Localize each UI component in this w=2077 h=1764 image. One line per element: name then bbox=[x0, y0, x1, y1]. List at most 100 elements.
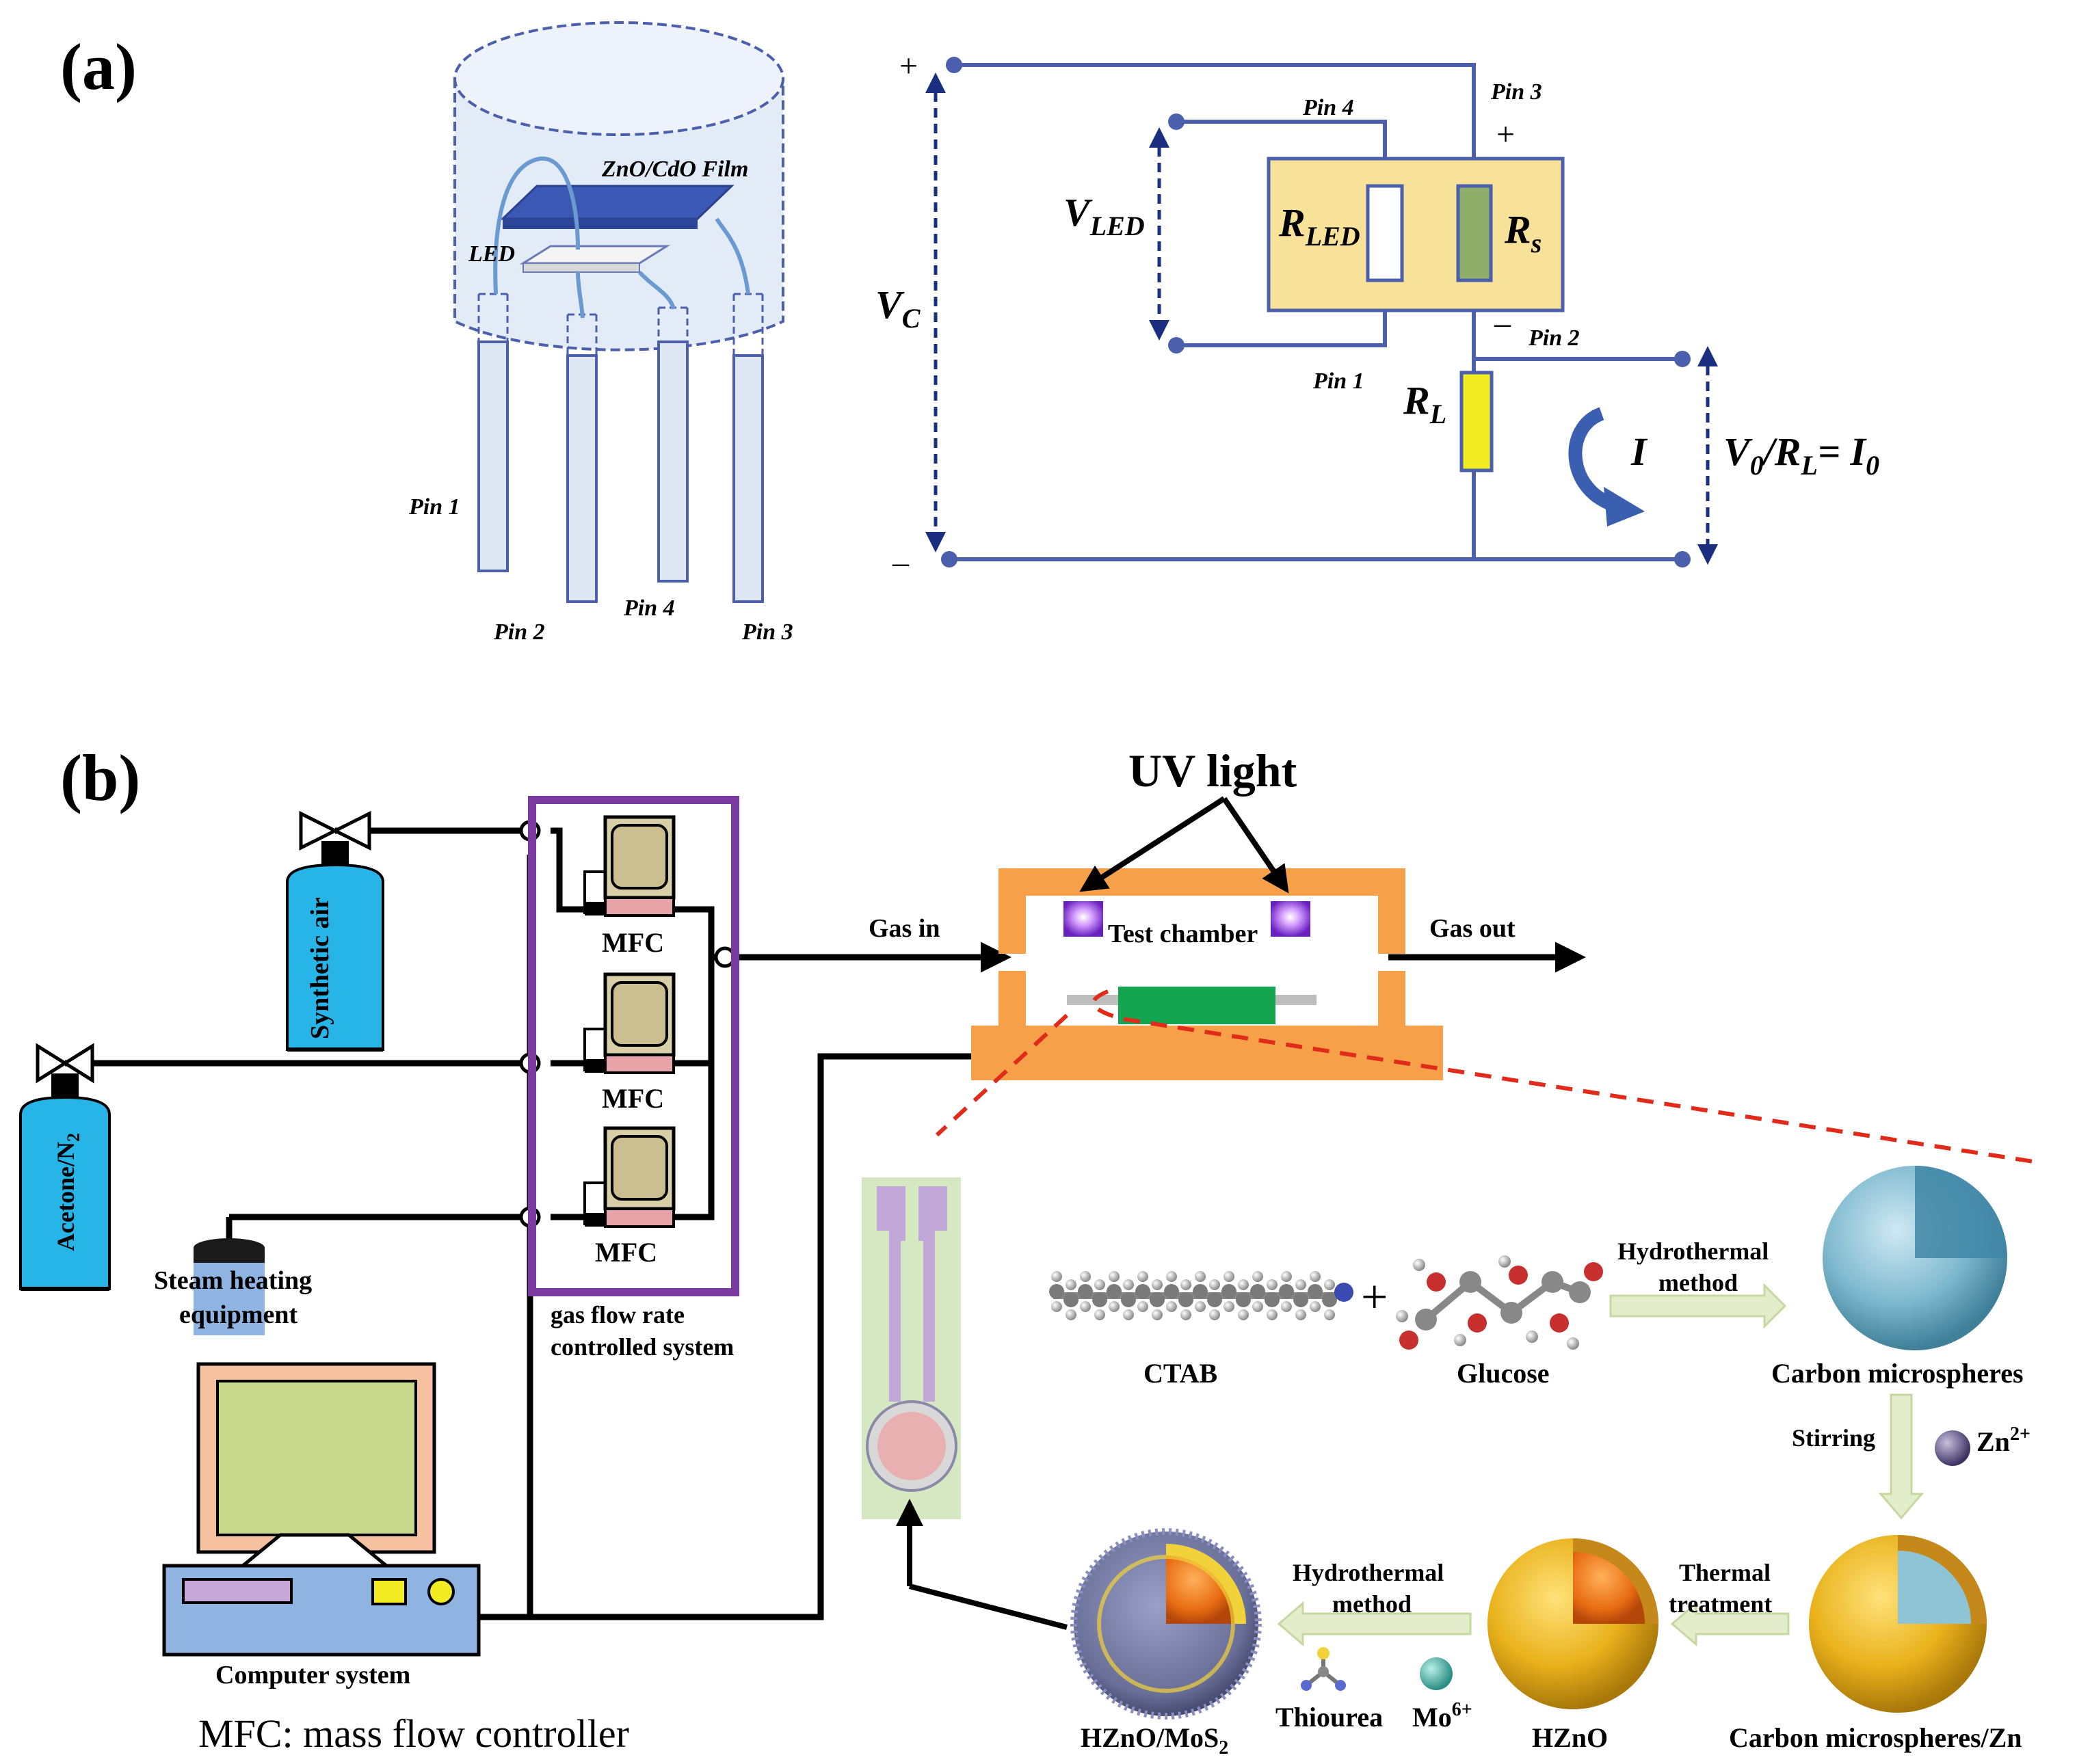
ctab-atom bbox=[1238, 1309, 1249, 1320]
ctab-molecule bbox=[1049, 1271, 1353, 1320]
test-chamber-label: Test chamber bbox=[1108, 920, 1258, 948]
carbon-zn-sphere bbox=[1809, 1535, 1987, 1713]
pkg-pin1-label: Pin 1 bbox=[408, 494, 460, 520]
mfc-units bbox=[583, 815, 676, 1228]
mo-ion-icon bbox=[1420, 1657, 1453, 1690]
pkg-pin2-label: Pin 2 bbox=[493, 619, 545, 645]
mfc-label-3: MFC bbox=[595, 1237, 657, 1268]
thiourea-molecule bbox=[1301, 1647, 1346, 1691]
pin2-label: Pin 2 bbox=[1528, 325, 1580, 351]
ctab-atom bbox=[1109, 1301, 1120, 1312]
ctab-atom bbox=[1238, 1279, 1249, 1290]
gas-in-label: Gas in bbox=[869, 914, 940, 943]
carbon-ms-label: Carbon microspheres bbox=[1771, 1358, 2024, 1389]
thiourea-label: Thiourea bbox=[1275, 1702, 1383, 1733]
ctab-atom bbox=[1209, 1309, 1220, 1320]
ctab-atom bbox=[1051, 1271, 1062, 1282]
glucose-atom bbox=[1415, 1309, 1437, 1331]
ctab-atom bbox=[1164, 1284, 1179, 1299]
mfc-label-1: MFC bbox=[602, 927, 664, 958]
ctab-atom bbox=[1063, 1292, 1079, 1307]
hzno-sphere bbox=[1487, 1538, 1658, 1709]
led-label: LED bbox=[468, 241, 515, 267]
current-label: I bbox=[1630, 429, 1648, 474]
glucose-label: Glucose bbox=[1457, 1358, 1550, 1389]
gas-flow-label-1: gas flow rate bbox=[551, 1301, 685, 1328]
ctab-atom bbox=[1051, 1301, 1062, 1312]
output-label: V0/RL= I0 bbox=[1723, 429, 1879, 481]
glucose-atom bbox=[1454, 1334, 1466, 1346]
plus-rs: + bbox=[1496, 116, 1515, 152]
stirring-label: Stirring bbox=[1792, 1424, 1875, 1452]
glucose-atom bbox=[1526, 1331, 1538, 1343]
steam-label-1: Steam heating bbox=[154, 1266, 312, 1295]
glucose-atom bbox=[1468, 1313, 1487, 1333]
rl-label: RL bbox=[1403, 378, 1446, 429]
panel-a-label: (a) bbox=[60, 30, 137, 103]
pin1-label: Pin 1 bbox=[1312, 369, 1364, 394]
glucose-atom bbox=[1459, 1271, 1481, 1293]
steam-label-2: equipment bbox=[179, 1300, 297, 1329]
ctab-atom bbox=[1107, 1284, 1122, 1299]
rled-label: RLED bbox=[1278, 200, 1360, 252]
ctab-atom bbox=[1324, 1309, 1335, 1320]
gas-out-label: Gas out bbox=[1429, 914, 1516, 943]
ctab-atom bbox=[1223, 1301, 1234, 1312]
hydrothermal-label-2b: method bbox=[1332, 1590, 1412, 1618]
hydrothermal-label-2a: Hydrothermal bbox=[1293, 1559, 1444, 1586]
synthesis-plus: + bbox=[1361, 1271, 1388, 1324]
glucose-atom bbox=[1584, 1262, 1603, 1281]
ctab-atom bbox=[1152, 1309, 1163, 1320]
pkg-pin4-label: Pin 4 bbox=[623, 596, 675, 621]
ctab-atom bbox=[1267, 1309, 1278, 1320]
vled-label: VLED bbox=[1063, 190, 1145, 241]
synthetic-air-label: Synthetic air bbox=[306, 897, 334, 1039]
thermal-label-2: treatment bbox=[1669, 1590, 1772, 1618]
ctab-atom bbox=[1252, 1271, 1263, 1282]
pin3-label: Pin 3 bbox=[1490, 79, 1542, 105]
ctab-atom bbox=[1166, 1301, 1177, 1312]
ctab-atom bbox=[1281, 1301, 1292, 1312]
ctab-atom bbox=[1123, 1309, 1134, 1320]
glucose-atom bbox=[1498, 1255, 1511, 1268]
ctab-atom bbox=[1265, 1292, 1280, 1307]
minus-rs: – bbox=[1494, 305, 1511, 341]
mfc-label-2: MFC bbox=[602, 1083, 664, 1114]
hzno-mos2-label: HZnO/MoS2 bbox=[1081, 1722, 1228, 1759]
gas-flow-label-2: controlled system bbox=[551, 1333, 734, 1361]
film-label: ZnO/CdO Film bbox=[601, 157, 748, 182]
glucose-atom bbox=[1399, 1331, 1418, 1350]
glucose-atom bbox=[1567, 1337, 1579, 1350]
ctab-atom bbox=[1236, 1292, 1251, 1307]
ctab-atom bbox=[1092, 1292, 1107, 1307]
glucose-atom bbox=[1427, 1272, 1446, 1292]
sensor-package bbox=[453, 21, 784, 603]
ctab-atom bbox=[1094, 1279, 1105, 1290]
ctab-atom bbox=[1221, 1284, 1236, 1299]
computer-label: Computer system bbox=[215, 1661, 410, 1689]
ctab-atom bbox=[1279, 1284, 1294, 1299]
glucose-atom bbox=[1413, 1259, 1425, 1271]
ctab-atom bbox=[1066, 1309, 1076, 1320]
glucose-atom bbox=[1569, 1281, 1591, 1303]
test-chamber bbox=[971, 868, 1443, 1080]
ctab-atom bbox=[1295, 1279, 1306, 1290]
glucose-atom bbox=[1550, 1313, 1569, 1333]
hzno-label: HZnO bbox=[1532, 1722, 1608, 1753]
ctab-atom bbox=[1281, 1271, 1292, 1282]
ctab-label: CTAB bbox=[1143, 1358, 1217, 1389]
ctab-atom bbox=[1310, 1301, 1321, 1312]
ctab-atom bbox=[1137, 1271, 1148, 1282]
carbon-microsphere bbox=[1823, 1166, 2007, 1350]
panel-b-label: (b) bbox=[60, 741, 140, 814]
zoom-lines bbox=[935, 989, 2039, 1164]
zn-ion-icon bbox=[1935, 1430, 1970, 1466]
ctab-atom bbox=[1152, 1279, 1163, 1290]
ctab-atom bbox=[1080, 1271, 1091, 1282]
glucose-atom bbox=[1396, 1310, 1408, 1322]
thermal-label-1: Thermal bbox=[1679, 1559, 1771, 1586]
glucose-atom bbox=[1542, 1271, 1563, 1293]
ctab-atom bbox=[1195, 1301, 1206, 1312]
ctab-atom bbox=[1322, 1292, 1337, 1307]
acetone-cylinder bbox=[19, 1043, 111, 1291]
